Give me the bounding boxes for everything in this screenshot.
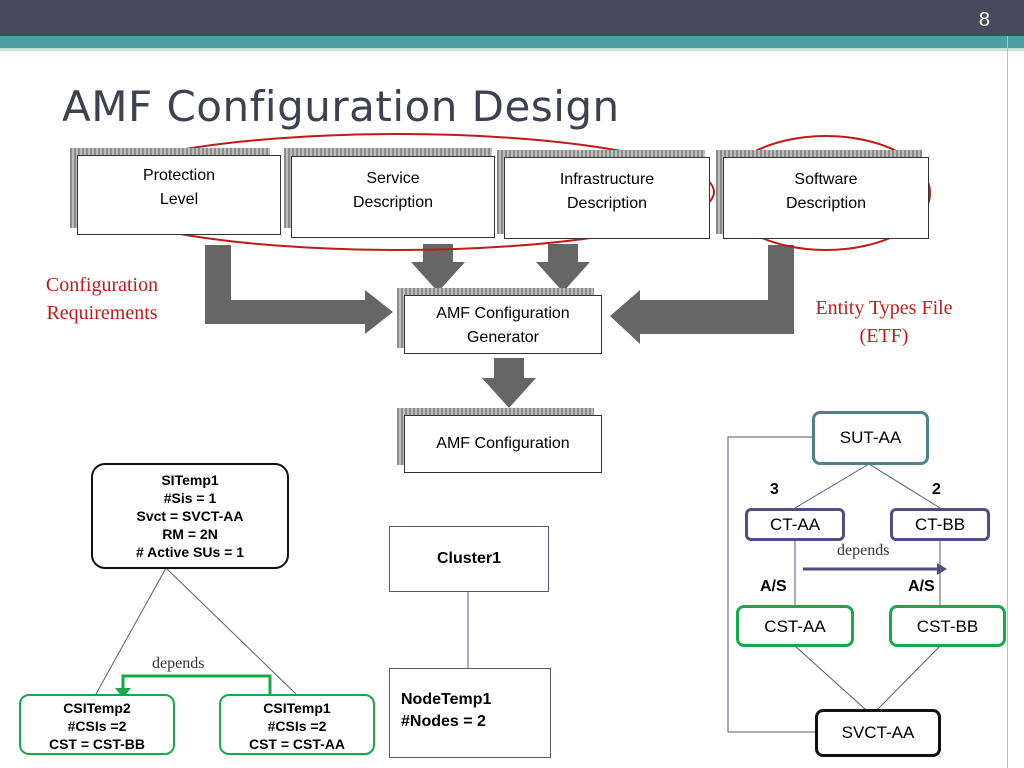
cst-bb-box: CST-BB: [889, 605, 1006, 647]
node-temp-box: NodeTemp1 #Nodes = 2: [389, 668, 551, 758]
page-number: 8: [978, 9, 990, 31]
arrow-config-requirements: [205, 245, 393, 334]
csi-temp1-box: CSITemp1 #CSIs =2 CST = CST-AA: [219, 694, 375, 755]
amf-configuration-box: AMF Configuration: [404, 415, 602, 473]
svct-aa-box: SVCT-AA: [815, 709, 941, 757]
si-temp-box: SITemp1 #Sis = 1 Svct = SVCT-AA RM = 2N …: [91, 463, 289, 569]
ct-bb-box: CT-BB: [890, 508, 990, 541]
side-rule: [1007, 36, 1008, 768]
arrow-generator-output: [482, 358, 536, 408]
csi-temp2-box: CSITemp2 #CSIs =2 CST = CST-BB: [19, 694, 175, 755]
depends-label-left: depends: [152, 655, 205, 672]
ct-aa-box: CT-AA: [745, 508, 845, 541]
sut-aa-box: SUT-AA: [812, 411, 929, 465]
redundancy-cst-aa: A/S: [760, 578, 787, 595]
arrow-infrastructure: [536, 244, 590, 292]
cst-aa-box: CST-AA: [736, 605, 854, 647]
arrow-service: [411, 244, 465, 292]
redundancy-cst-bb: A/S: [908, 578, 935, 595]
top-bar: [0, 0, 1024, 36]
depends-label-right: depends: [837, 542, 890, 559]
accent-bar-thin: [0, 48, 1024, 51]
accent-bar: [0, 36, 1024, 48]
multiplicity-ct-aa: 3: [770, 481, 779, 498]
depends-arrow-left: [121, 674, 272, 694]
cluster-box: Cluster1: [389, 526, 549, 592]
arrow-etf: [610, 245, 794, 344]
etf-label: Entity Types File(ETF): [815, 297, 953, 347]
slide-title: AMF Configuration Design: [62, 82, 620, 131]
multiplicity-ct-bb: 2: [932, 481, 941, 498]
